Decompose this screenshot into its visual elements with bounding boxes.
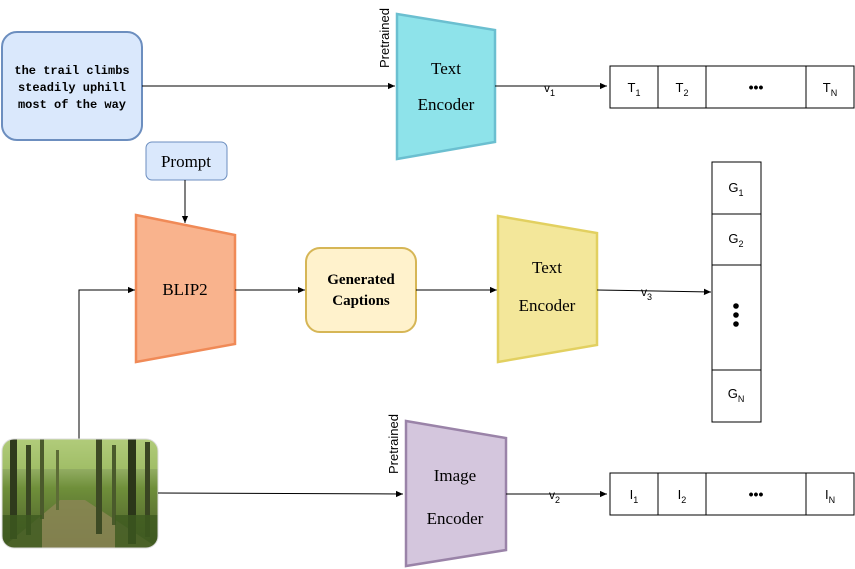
t-cell-1: T1 bbox=[628, 80, 641, 98]
input-text-line-2: steadily uphill bbox=[18, 81, 126, 95]
text-encoder-top-label-1: Text bbox=[431, 59, 461, 78]
vector-v2-label: v2 bbox=[549, 488, 560, 505]
image-encoder-label-1: Image bbox=[434, 466, 476, 485]
image-encoder-label-2: Encoder bbox=[427, 509, 484, 528]
g-cell-1: G1 bbox=[728, 180, 743, 198]
g-vector-column: G1 G2 GN bbox=[711, 161, 762, 423]
input-text-box: the trail climbs steadily uphill most of… bbox=[1, 31, 143, 141]
vector-v1-label: v1 bbox=[544, 81, 555, 98]
g-cell-n: GN bbox=[728, 386, 745, 404]
pretrained-tag-image: Pretrained bbox=[386, 414, 401, 474]
prompt-box: Prompt bbox=[145, 141, 228, 181]
captions-label-1: Generated bbox=[327, 272, 395, 288]
arrow-encoder-to-g-column bbox=[596, 288, 712, 296]
i-cell-n: IN bbox=[825, 487, 835, 505]
i-vector-row: I1 I2 ••• IN bbox=[609, 472, 855, 516]
t-cell-ellipsis: ••• bbox=[749, 79, 764, 95]
i-cell-ellipsis: ••• bbox=[749, 486, 764, 502]
arrow-image-to-encoder bbox=[157, 490, 404, 498]
arrow-image-to-blip bbox=[78, 286, 135, 440]
text-encoder-mid-label-1: Text bbox=[532, 258, 562, 277]
i-cell-2: I2 bbox=[678, 487, 687, 505]
i-cell-1: I1 bbox=[630, 487, 639, 505]
image-encoder: Image Encoder Pretrained bbox=[386, 414, 508, 568]
text-encoder-top: Text Encoder Pretrained bbox=[377, 8, 497, 161]
t-vector-row: T1 T2 ••• TN bbox=[609, 65, 855, 109]
text-encoder-top-label-2: Encoder bbox=[418, 95, 475, 114]
input-text-line-1: the trail climbs bbox=[14, 64, 129, 78]
g-cell-vertical-ellipsis bbox=[733, 303, 739, 327]
t-cell-2: T2 bbox=[676, 80, 689, 98]
t-cell-n: TN bbox=[823, 80, 837, 98]
text-encoder-mid: Text Encoder bbox=[496, 214, 599, 364]
prompt-label: Prompt bbox=[161, 152, 211, 171]
vector-v3-label: v3 bbox=[641, 285, 652, 302]
text-encoder-mid-label-2: Encoder bbox=[519, 296, 576, 315]
input-text-line-3: most of the way bbox=[18, 98, 126, 112]
blip2-block: BLIP2 bbox=[134, 213, 237, 364]
pretrained-tag-top: Pretrained bbox=[377, 8, 392, 68]
g-cell-2: G2 bbox=[728, 231, 743, 249]
forest-image bbox=[2, 439, 158, 548]
generated-captions-box: Generated Captions bbox=[305, 247, 417, 333]
blip2-label: BLIP2 bbox=[162, 280, 207, 299]
captions-label-2: Captions bbox=[332, 293, 390, 309]
